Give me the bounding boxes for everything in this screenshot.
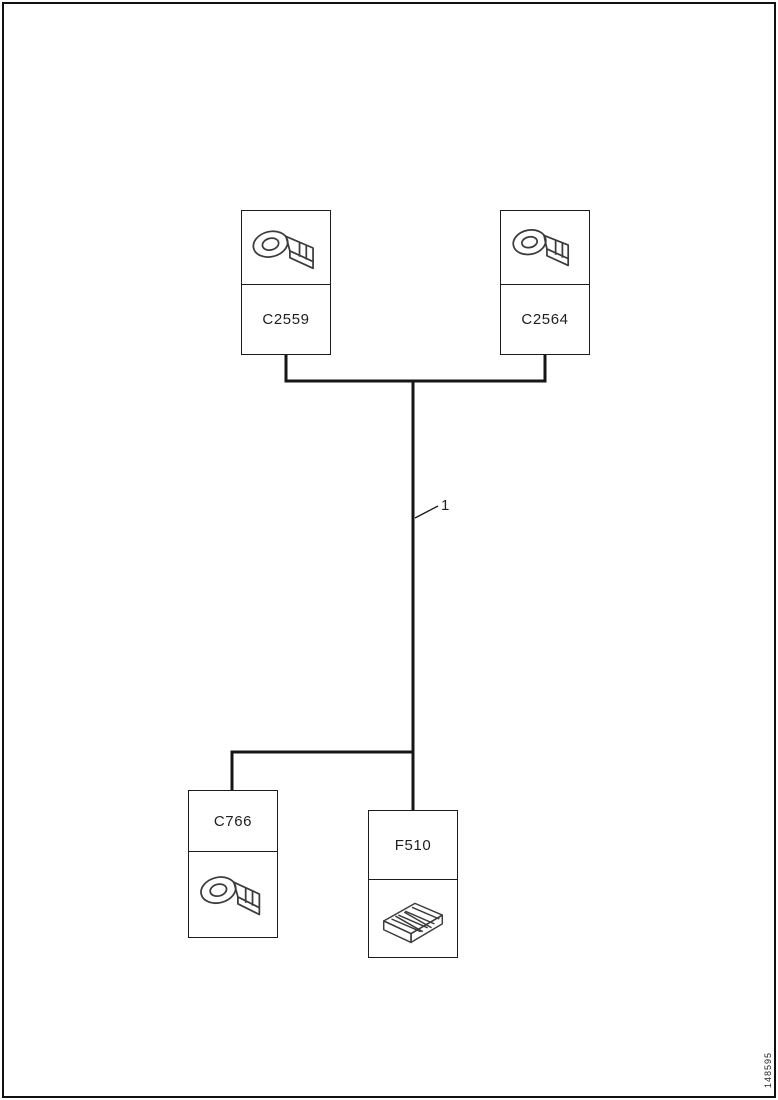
top-bus-wire bbox=[284, 355, 547, 383]
connector-label-cell: F510 bbox=[369, 811, 457, 879]
ring-terminal-icon bbox=[512, 228, 570, 266]
connector-label: C2564 bbox=[521, 311, 569, 328]
item-1-leader-line bbox=[414, 505, 439, 519]
connector-label-cell: C2559 bbox=[242, 284, 330, 354]
connector-label-cell: C2564 bbox=[501, 284, 589, 354]
ring-terminal-icon bbox=[200, 875, 261, 915]
fuse-box-icon bbox=[382, 902, 444, 943]
connector-box-c2559: C2559 bbox=[241, 210, 331, 355]
connector-image-cell bbox=[189, 851, 277, 937]
connector-image-cell bbox=[242, 211, 330, 284]
connector-label: C766 bbox=[213, 812, 253, 830]
connector-box-c2564: C2564 bbox=[500, 210, 590, 355]
ring-terminal-icon bbox=[252, 229, 314, 269]
document-code: 148595 bbox=[763, 1051, 773, 1088]
connector-image-cell bbox=[501, 211, 589, 284]
branch-wire-c766 bbox=[230, 750, 413, 790]
connector-box-f510: F510 bbox=[368, 810, 458, 958]
wire-item-number: 1 bbox=[441, 497, 450, 514]
connector-image-cell bbox=[369, 879, 457, 957]
connector-label-cell: C766 bbox=[189, 791, 277, 851]
connector-label: C2559 bbox=[262, 311, 310, 328]
connector-box-c766: C766 bbox=[188, 790, 278, 938]
connector-label: F510 bbox=[394, 836, 432, 854]
